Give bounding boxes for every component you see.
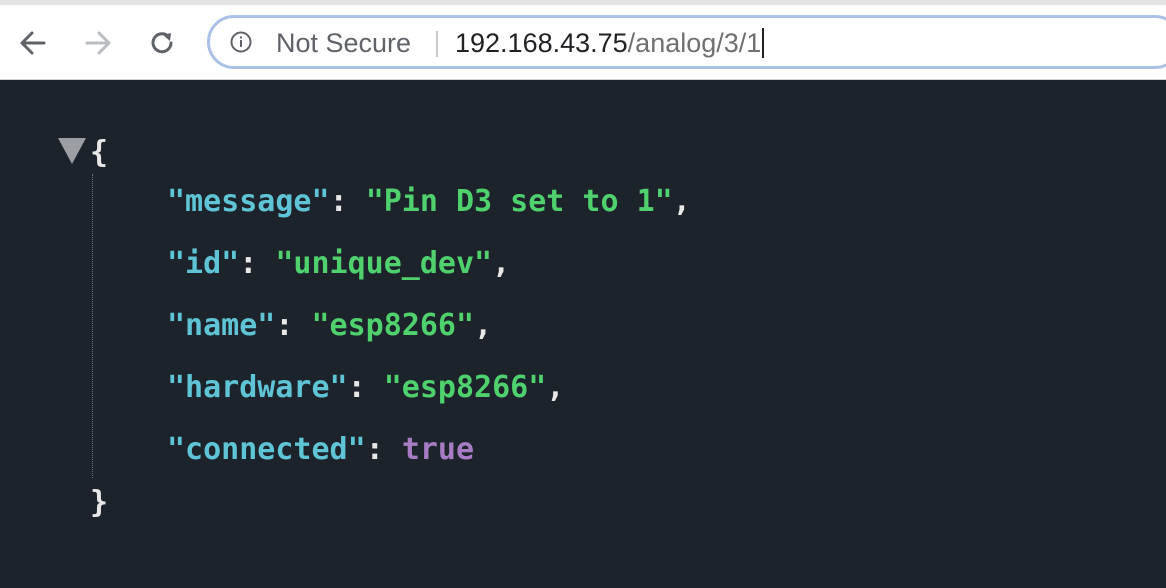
open-brace: { (90, 135, 109, 170)
json-key: "name" (167, 308, 276, 343)
json-comma: , (492, 246, 511, 281)
json-key: "id" (167, 246, 240, 281)
json-value: "esp8266" (383, 370, 547, 405)
json-entry: "connected": true (167, 432, 475, 467)
reload-button[interactable] (144, 25, 180, 61)
reload-icon (151, 32, 173, 54)
url-separator (436, 31, 438, 57)
json-key: "connected" (167, 432, 366, 467)
json-key: "message" (167, 184, 330, 219)
arrow-right-icon (85, 31, 111, 55)
json-value: "Pin D3 set to 1" (365, 184, 673, 219)
json-key: "hardware" (167, 370, 348, 405)
address-bar[interactable]: Not Secure 192.168.43.75/analog/3/1 (207, 15, 1166, 69)
url-text[interactable]: 192.168.43.75/analog/3/1 (455, 28, 765, 58)
url-host: 192.168.43.75 (455, 28, 628, 58)
json-entry: "name": "esp8266", (167, 308, 493, 343)
json-value: true (401, 432, 475, 467)
json-value: "esp8266" (311, 308, 475, 343)
collapse-toggle-icon[interactable] (58, 138, 86, 164)
forward-button[interactable] (80, 25, 116, 61)
json-entry: "message": "Pin D3 set to 1", (167, 184, 691, 219)
url-path: /analog/3/1 (627, 28, 762, 58)
back-button[interactable] (15, 25, 51, 61)
json-comma: , (474, 308, 493, 343)
json-comma: , (672, 184, 691, 219)
text-caret (762, 28, 765, 58)
indent-guide (92, 174, 93, 478)
close-brace: } (90, 485, 109, 520)
security-label[interactable]: Not Secure (276, 28, 412, 58)
arrow-left-icon (20, 31, 46, 55)
browser-toolbar: Not Secure 192.168.43.75/analog/3/1 (0, 0, 1166, 80)
json-comma: , (546, 370, 565, 405)
json-viewer: { "message": "Pin D3 set to 1", "id": "u… (0, 80, 1166, 588)
info-circle-icon[interactable] (230, 31, 252, 53)
json-entry: "id": "unique_dev", (167, 246, 511, 281)
json-value: "unique_dev" (275, 246, 493, 281)
json-entry: "hardware": "esp8266", (167, 370, 565, 405)
